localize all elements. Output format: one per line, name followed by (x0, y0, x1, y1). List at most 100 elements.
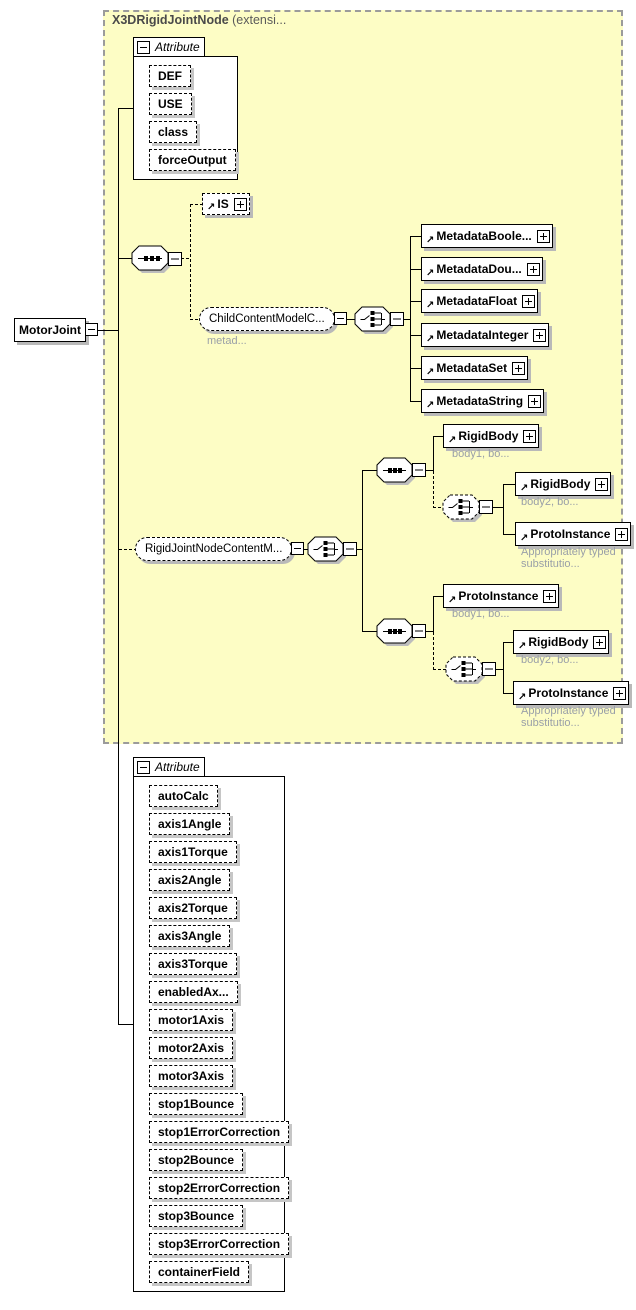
attribute-item-axis3angle[interactable]: axis3Angle (149, 925, 231, 947)
sequence-indicator (376, 618, 426, 646)
choice-indicator-optional (445, 656, 496, 684)
collapse-icon[interactable] (412, 624, 426, 638)
collapse-icon[interactable] (168, 252, 182, 266)
element-protoinstance[interactable]: ↗ ProtoInstance (515, 522, 632, 546)
element-label: RigidBody (528, 635, 589, 649)
element-label: MetadataSet (436, 361, 508, 375)
attribute-item-axis3torque[interactable]: axis3Torque (149, 953, 237, 975)
group-label: ChildContentModelC... (209, 313, 325, 325)
group-childcontentmodel[interactable]: ChildContentModelC... (199, 307, 347, 331)
attribute-item-forceoutput[interactable]: forceOutput (149, 149, 236, 171)
collapse-icon[interactable] (479, 500, 493, 514)
annotation: Appropriately typed substitutio... (521, 546, 616, 570)
reference-arrow-icon: ↗ (426, 300, 435, 311)
expand-plus-icon[interactable] (533, 328, 547, 342)
annotation: body2, bo... (521, 654, 579, 666)
type-derivation: (extensi... (228, 13, 287, 27)
element-protoinstance[interactable]: ↗ ProtoInstance (513, 681, 630, 705)
reference-arrow-icon: ↗ (520, 483, 529, 494)
element-metadataboolean[interactable]: ↗ MetadataBoole... (421, 224, 553, 248)
attribute-item-stop1bounce[interactable]: stop1Bounce (149, 1093, 244, 1115)
collapse-icon[interactable] (412, 463, 426, 477)
element-metadatafloat[interactable]: ↗ MetadataFloat (421, 289, 539, 313)
attribute-item-axis2torque[interactable]: axis2Torque (149, 897, 237, 919)
reference-arrow-icon: ↗ (448, 595, 457, 606)
choice-indicator-optional (442, 494, 493, 522)
element-label: ProtoInstance (530, 527, 611, 541)
attribute-item-enabledaxes[interactable]: enabledAx... (149, 981, 238, 1003)
attribute-item-autocalc[interactable]: autoCalc (149, 785, 218, 807)
complex-type-title: X3DRigidJointNode (extensi... (112, 13, 286, 27)
attribute-item-motor3axis[interactable]: motor3Axis (149, 1065, 234, 1087)
attribute-item-axis1torque[interactable]: axis1Torque (149, 841, 237, 863)
expand-plus-icon[interactable] (595, 477, 609, 491)
element-label: MetadataBoole... (436, 229, 532, 243)
element-is[interactable]: ↗ IS (202, 193, 250, 215)
reference-arrow-icon: ↗ (207, 202, 216, 213)
element-label: MetadataDou... (436, 262, 522, 276)
group-rigidjointnodecontentmodel[interactable]: RigidJointNodeContentM... (135, 537, 305, 561)
element-rigidbody[interactable]: ↗ RigidBody (443, 424, 540, 448)
expand-plus-icon[interactable] (528, 394, 542, 408)
expand-plus-icon[interactable] (593, 635, 607, 649)
collapse-icon[interactable] (85, 323, 98, 336)
element-metadatainteger[interactable]: ↗ MetadataInteger (421, 323, 550, 347)
collapse-icon[interactable] (343, 542, 357, 556)
attribute-item-axis2angle[interactable]: axis2Angle (149, 869, 231, 891)
attribute-group-box: autoCalc axis1Angle axis1Torque axis2Ang… (133, 776, 290, 1292)
attribute-group-tab: Attribute (133, 757, 205, 777)
attribute-item-axis1angle[interactable]: axis1Angle (149, 813, 231, 835)
sequence-indicator (131, 245, 182, 273)
choice-indicator (307, 536, 357, 564)
element-rigidbody[interactable]: ↗ RigidBody (513, 630, 610, 654)
annotation: metad... (207, 335, 247, 347)
reference-arrow-icon: ↗ (426, 268, 435, 279)
expand-plus-icon[interactable] (512, 361, 526, 375)
collapse-icon[interactable] (137, 760, 150, 774)
element-rigidbody[interactable]: ↗ RigidBody (515, 472, 612, 496)
expand-plus-icon[interactable] (543, 589, 557, 603)
attribute-item-stop3bounce[interactable]: stop3Bounce (149, 1205, 244, 1227)
element-label: RigidBody (530, 477, 591, 491)
type-name: X3DRigidJointNode (112, 13, 229, 27)
element-metadataset[interactable]: ↗ MetadataSet (421, 356, 529, 380)
element-protoinstance[interactable]: ↗ ProtoInstance (443, 584, 560, 608)
attribute-item-class[interactable]: class (149, 121, 198, 143)
reference-arrow-icon: ↗ (518, 692, 527, 703)
attribute-item-stop2bounce[interactable]: stop2Bounce (149, 1149, 244, 1171)
reference-arrow-icon: ↗ (448, 435, 457, 446)
annotation: Appropriately typed substitutio... (521, 705, 616, 729)
collapse-icon[interactable] (333, 312, 347, 325)
element-metadatastring[interactable]: ↗ MetadataString (421, 389, 545, 413)
expand-plus-icon[interactable] (536, 229, 550, 243)
expand-plus-icon[interactable] (522, 294, 536, 308)
attribute-item-def[interactable]: DEF (149, 65, 191, 87)
attribute-item-stop1errorcorrection[interactable]: stop1ErrorCorrection (149, 1121, 290, 1143)
expand-plus-icon[interactable] (526, 262, 540, 276)
element-metadatadouble[interactable]: ↗ MetadataDou... (421, 257, 543, 281)
attribute-item-stop3errorcorrection[interactable]: stop3ErrorCorrection (149, 1233, 290, 1255)
expand-plus-icon[interactable] (615, 527, 629, 541)
collapse-icon[interactable] (390, 312, 404, 326)
attribute-item-use[interactable]: USE (149, 93, 192, 115)
collapse-icon[interactable] (482, 662, 496, 676)
element-label: MetadataFloat (436, 294, 518, 308)
reference-arrow-icon: ↗ (426, 334, 435, 345)
expand-plus-icon[interactable] (613, 686, 627, 700)
attribute-item-containerfield[interactable]: containerField (149, 1261, 250, 1283)
element-label: ProtoInstance (458, 589, 539, 603)
element-label: MetadataInteger (436, 328, 529, 342)
dashed-connector-lines (119, 204, 447, 670)
attribute-item-motor1axis[interactable]: motor1Axis (149, 1009, 234, 1031)
collapse-icon[interactable] (291, 542, 305, 555)
element-motorjoint[interactable]: MotorJoint (14, 318, 98, 342)
element-label: MotorJoint (19, 323, 81, 337)
collapse-icon[interactable] (137, 40, 150, 54)
attribute-item-stop2errorcorrection[interactable]: stop2ErrorCorrection (149, 1177, 290, 1199)
element-label: RigidBody (458, 429, 519, 443)
expand-plus-icon[interactable] (233, 197, 247, 211)
element-label: MetadataString (436, 394, 524, 408)
attribute-item-motor2axis[interactable]: motor2Axis (149, 1037, 234, 1059)
expand-plus-icon[interactable] (523, 429, 537, 443)
